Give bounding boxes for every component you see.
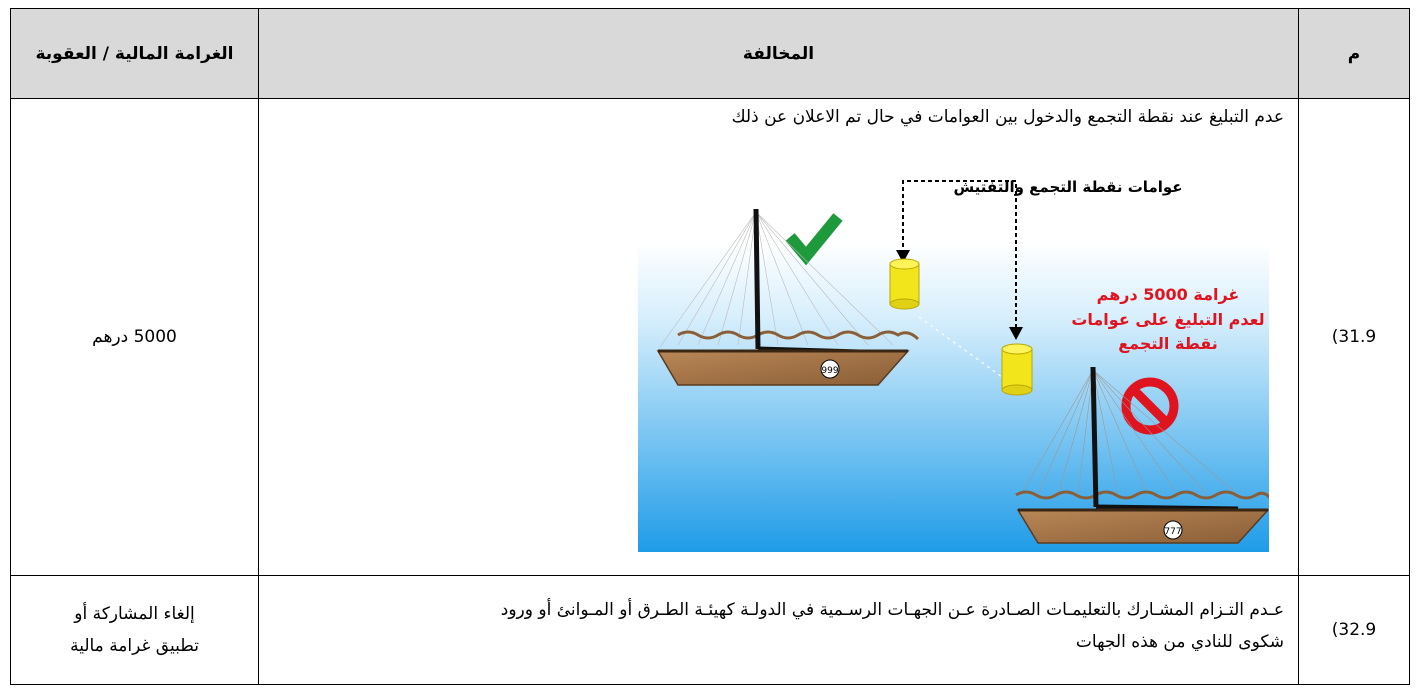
penalty-cell: 5000 درهم [92,327,177,347]
row-number: 31.9) [1331,327,1377,347]
penalty-line: تطبيق غرامة مالية [70,636,199,656]
penalty-cell: إلغاء المشاركة أو تطبيق غرامة مالية [11,576,258,684]
violations-table: الغرامة المالية / العقوبة المخالفة م 500… [10,8,1410,685]
water-background [638,242,1269,552]
buoy-pointer-arrows [902,180,1017,329]
violation-text: عـدم التـزام المشـارك بالتعليمـات الصـاد… [501,594,1284,658]
column-divider [1298,9,1299,684]
violation-line: شكوى للنادي من هذه الجهات [1075,632,1284,652]
violation-text: عدم التبليغ عند نقطة التجمع والدخول بين … [731,107,1284,127]
arrow-head-icon [1009,327,1023,340]
buoy-icon [1001,343,1033,396]
fine-text-line: نقطة التجمع [1118,334,1218,353]
arrow-head-icon [896,250,910,263]
penalty-line: إلغاء المشاركة أو [74,604,195,624]
boat-999: 999 [656,208,920,386]
column-divider [258,9,259,684]
buoys-label: عوامات نقطة التجمع والتفتيش [953,178,1182,196]
check-icon [785,213,843,266]
violation-column-header: المخالفة [742,44,815,64]
fine-text-line: لعدم التبليغ على عوامات [1071,310,1264,329]
buoy-icon [889,258,920,310]
boat-number: 999 [821,366,838,376]
table-header [11,9,1409,99]
penalty-column-header: الغرامة المالية / العقوبة [35,44,234,64]
row-number: 32.9) [1331,620,1377,640]
fine-text-line: غرامة 5000 درهم [1097,285,1240,304]
row-divider [11,575,1409,576]
boat-number: 777 [1164,527,1181,537]
rally-point-illustration: عوامات نقطة التجمع والتفتيش 999 [638,178,1269,552]
violation-line: عـدم التـزام المشـارك بالتعليمـات الصـاد… [500,600,1284,620]
boat-777: 777 [1015,366,1269,544]
number-column-header: م [1347,44,1361,64]
